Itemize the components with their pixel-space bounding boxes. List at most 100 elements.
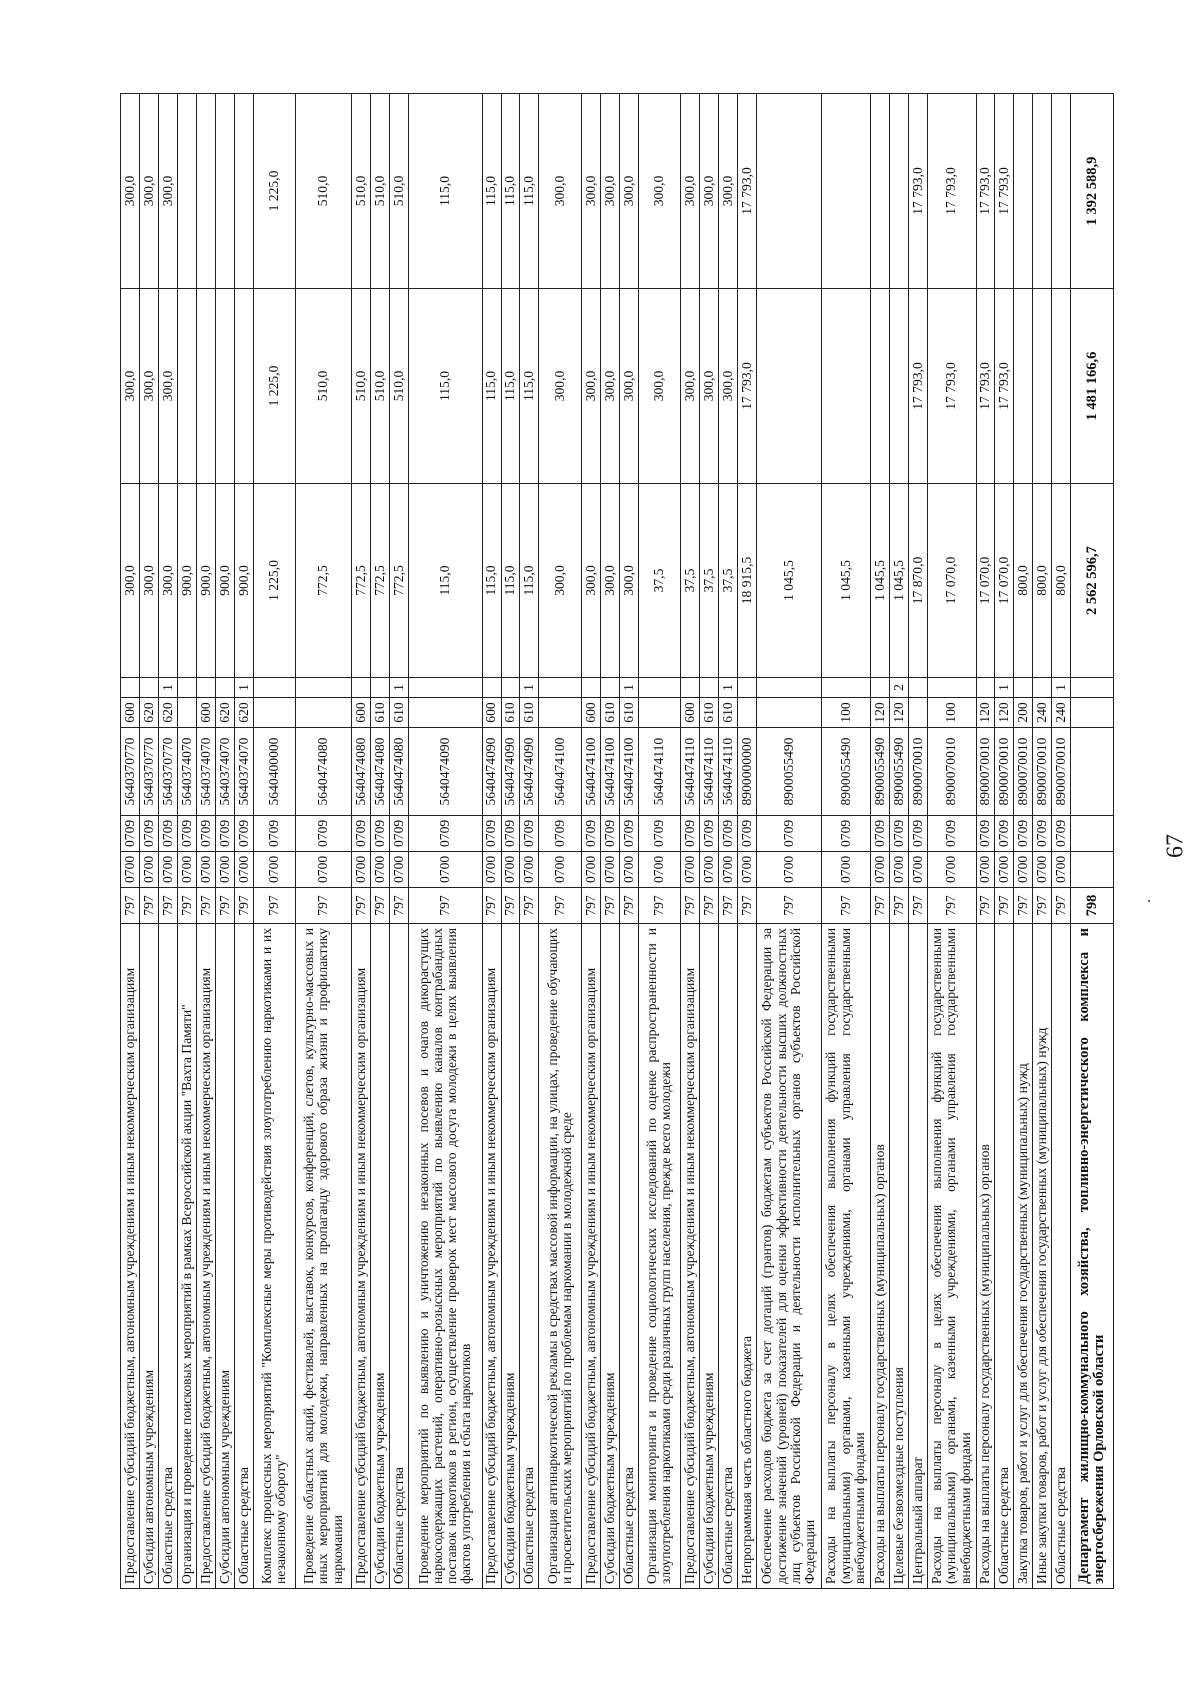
cell-name: Предоставление субсидий бюджетным, автон… [120,923,140,1589]
cell-sum-3 [1051,93,1071,289]
cell-rz: 0700 [1051,851,1071,888]
cell-sum-3: 17 793,0 [737,93,757,289]
cell-sum-1: 1 225,0 [253,483,296,678]
cell-vr: 600 [581,697,601,728]
cell-ved: 797 [253,887,296,924]
cell-rz: 0700 [870,851,890,888]
cell-ved: 797 [139,887,159,924]
cell-sum-2 [177,288,197,484]
cell-note: 1 [718,677,738,698]
cell-vr [1070,697,1114,728]
cell-csr: 5640474080 [295,727,352,816]
cell-ved: 797 [234,887,254,924]
cell-csr: 8900070010 [1013,727,1033,816]
budget-table: Предоставление субсидий бюджетным, автон… [120,93,1114,1589]
cell-csr [1070,727,1114,816]
cell-csr: 8900055490 [870,727,890,816]
cell-sum-1: 115,0 [519,483,539,678]
cell-sum-2: 300,0 [158,288,178,484]
cell-sum-1: 772,5 [295,483,352,678]
cell-sum-3: 115,0 [408,93,483,289]
cell-csr: 5640474110 [680,727,700,816]
cell-ved: 797 [370,887,390,924]
cell-csr: 5640370770 [158,727,178,816]
cell-sum-1: 300,0 [538,483,582,678]
cell-sum-3 [1032,93,1052,289]
cell-sum-1: 37,5 [699,483,719,678]
cell-sum-2 [821,288,871,484]
table-row: Организация и проведение поисковых мероп… [177,93,197,1589]
cell-sum-2: 115,0 [408,288,483,484]
cell-sum-1: 900,0 [234,483,254,678]
cell-sum-2: 17 793,0 [908,288,928,484]
cell-rz: 0700 [1032,851,1052,888]
cell-sum-2 [1051,288,1071,484]
cell-sum-2: 300,0 [718,288,738,484]
cell-csr: 5640474100 [619,727,639,816]
cell-ved: 797 [889,887,909,924]
cell-note [976,677,995,698]
cell-sum-2: 300,0 [638,288,681,484]
cell-ved: 797 [680,887,700,924]
cell-name: Целевые безвозмездные поступления [889,923,909,1589]
cell-name: Областные средства [718,923,738,1589]
cell-vr: 200 [1013,697,1033,728]
cell-sum-1: 17 070,0 [994,483,1014,678]
cell-name: Центральный аппарат [908,923,928,1589]
cell-vr: 600 [120,697,140,728]
cell-sum-1: 37,5 [638,483,681,678]
cell-pr: 0709 [638,815,681,852]
cell-sum-3 [821,93,871,289]
cell-rz: 0700 [1013,851,1033,888]
cell-name: Областные средства [234,923,254,1589]
cell-pr: 0709 [870,815,890,852]
cell-vr: 240 [1051,697,1071,728]
cell-rz: 0700 [680,851,700,888]
cell-vr: 600 [482,697,502,728]
cell-name: Субсидии бюджетным учреждениям [600,923,620,1589]
cell-sum-2 [870,288,890,484]
cell-rz: 0700 [215,851,235,888]
cell-name: Субсидии бюджетным учреждениям [370,923,390,1589]
cell-vr: 240 [1032,697,1052,728]
cell-name: Расходы на выплаты персоналу государстве… [976,923,995,1589]
cell-sum-3 [870,93,890,289]
cell-pr: 0709 [253,815,296,852]
cell-ved: 797 [756,887,822,924]
cell-name: Закупка товаров, работ и услуг для обесп… [1013,923,1033,1589]
cell-csr: 5640374070 [234,727,254,816]
cell-csr: 5640370770 [139,727,159,816]
cell-csr: 5640370770 [120,727,140,816]
cell-note [927,677,976,698]
cell-sum-3: 510,0 [351,93,371,289]
cell-rz [1070,851,1114,888]
cell-name: Областные средства [389,923,409,1589]
cell-sum-1: 772,5 [351,483,371,678]
table-row: Предоставление субсидий бюджетным, автон… [196,93,216,1589]
cell-vr: 620 [234,697,254,728]
cell-sum-2 [234,288,254,484]
cell-sum-3 [1013,93,1033,289]
cell-rz: 0700 [976,851,995,888]
cell-name: Расходы на выплаты персоналу в целях обе… [821,923,871,1589]
cell-pr: 0709 [408,815,483,852]
cell-name: Проведение областных акций, фестивалей, … [295,923,352,1589]
cell-sum-1: 800,0 [1051,483,1071,678]
cell-vr: 120 [976,697,995,728]
cell-csr: 5640374070 [196,727,216,816]
table-row: Предоставление субсидий бюджетным, автон… [680,93,700,1589]
cell-vr: 610 [699,697,719,728]
cell-pr: 0709 [581,815,601,852]
cell-rz: 0700 [908,851,928,888]
cell-sum-3: 510,0 [389,93,409,289]
cell-csr: 8900070010 [976,727,995,816]
cell-vr [638,697,681,728]
cell-sum-3: 300,0 [581,93,601,289]
cell-note [482,677,502,698]
cell-note [120,677,140,698]
cell-vr [408,697,483,728]
